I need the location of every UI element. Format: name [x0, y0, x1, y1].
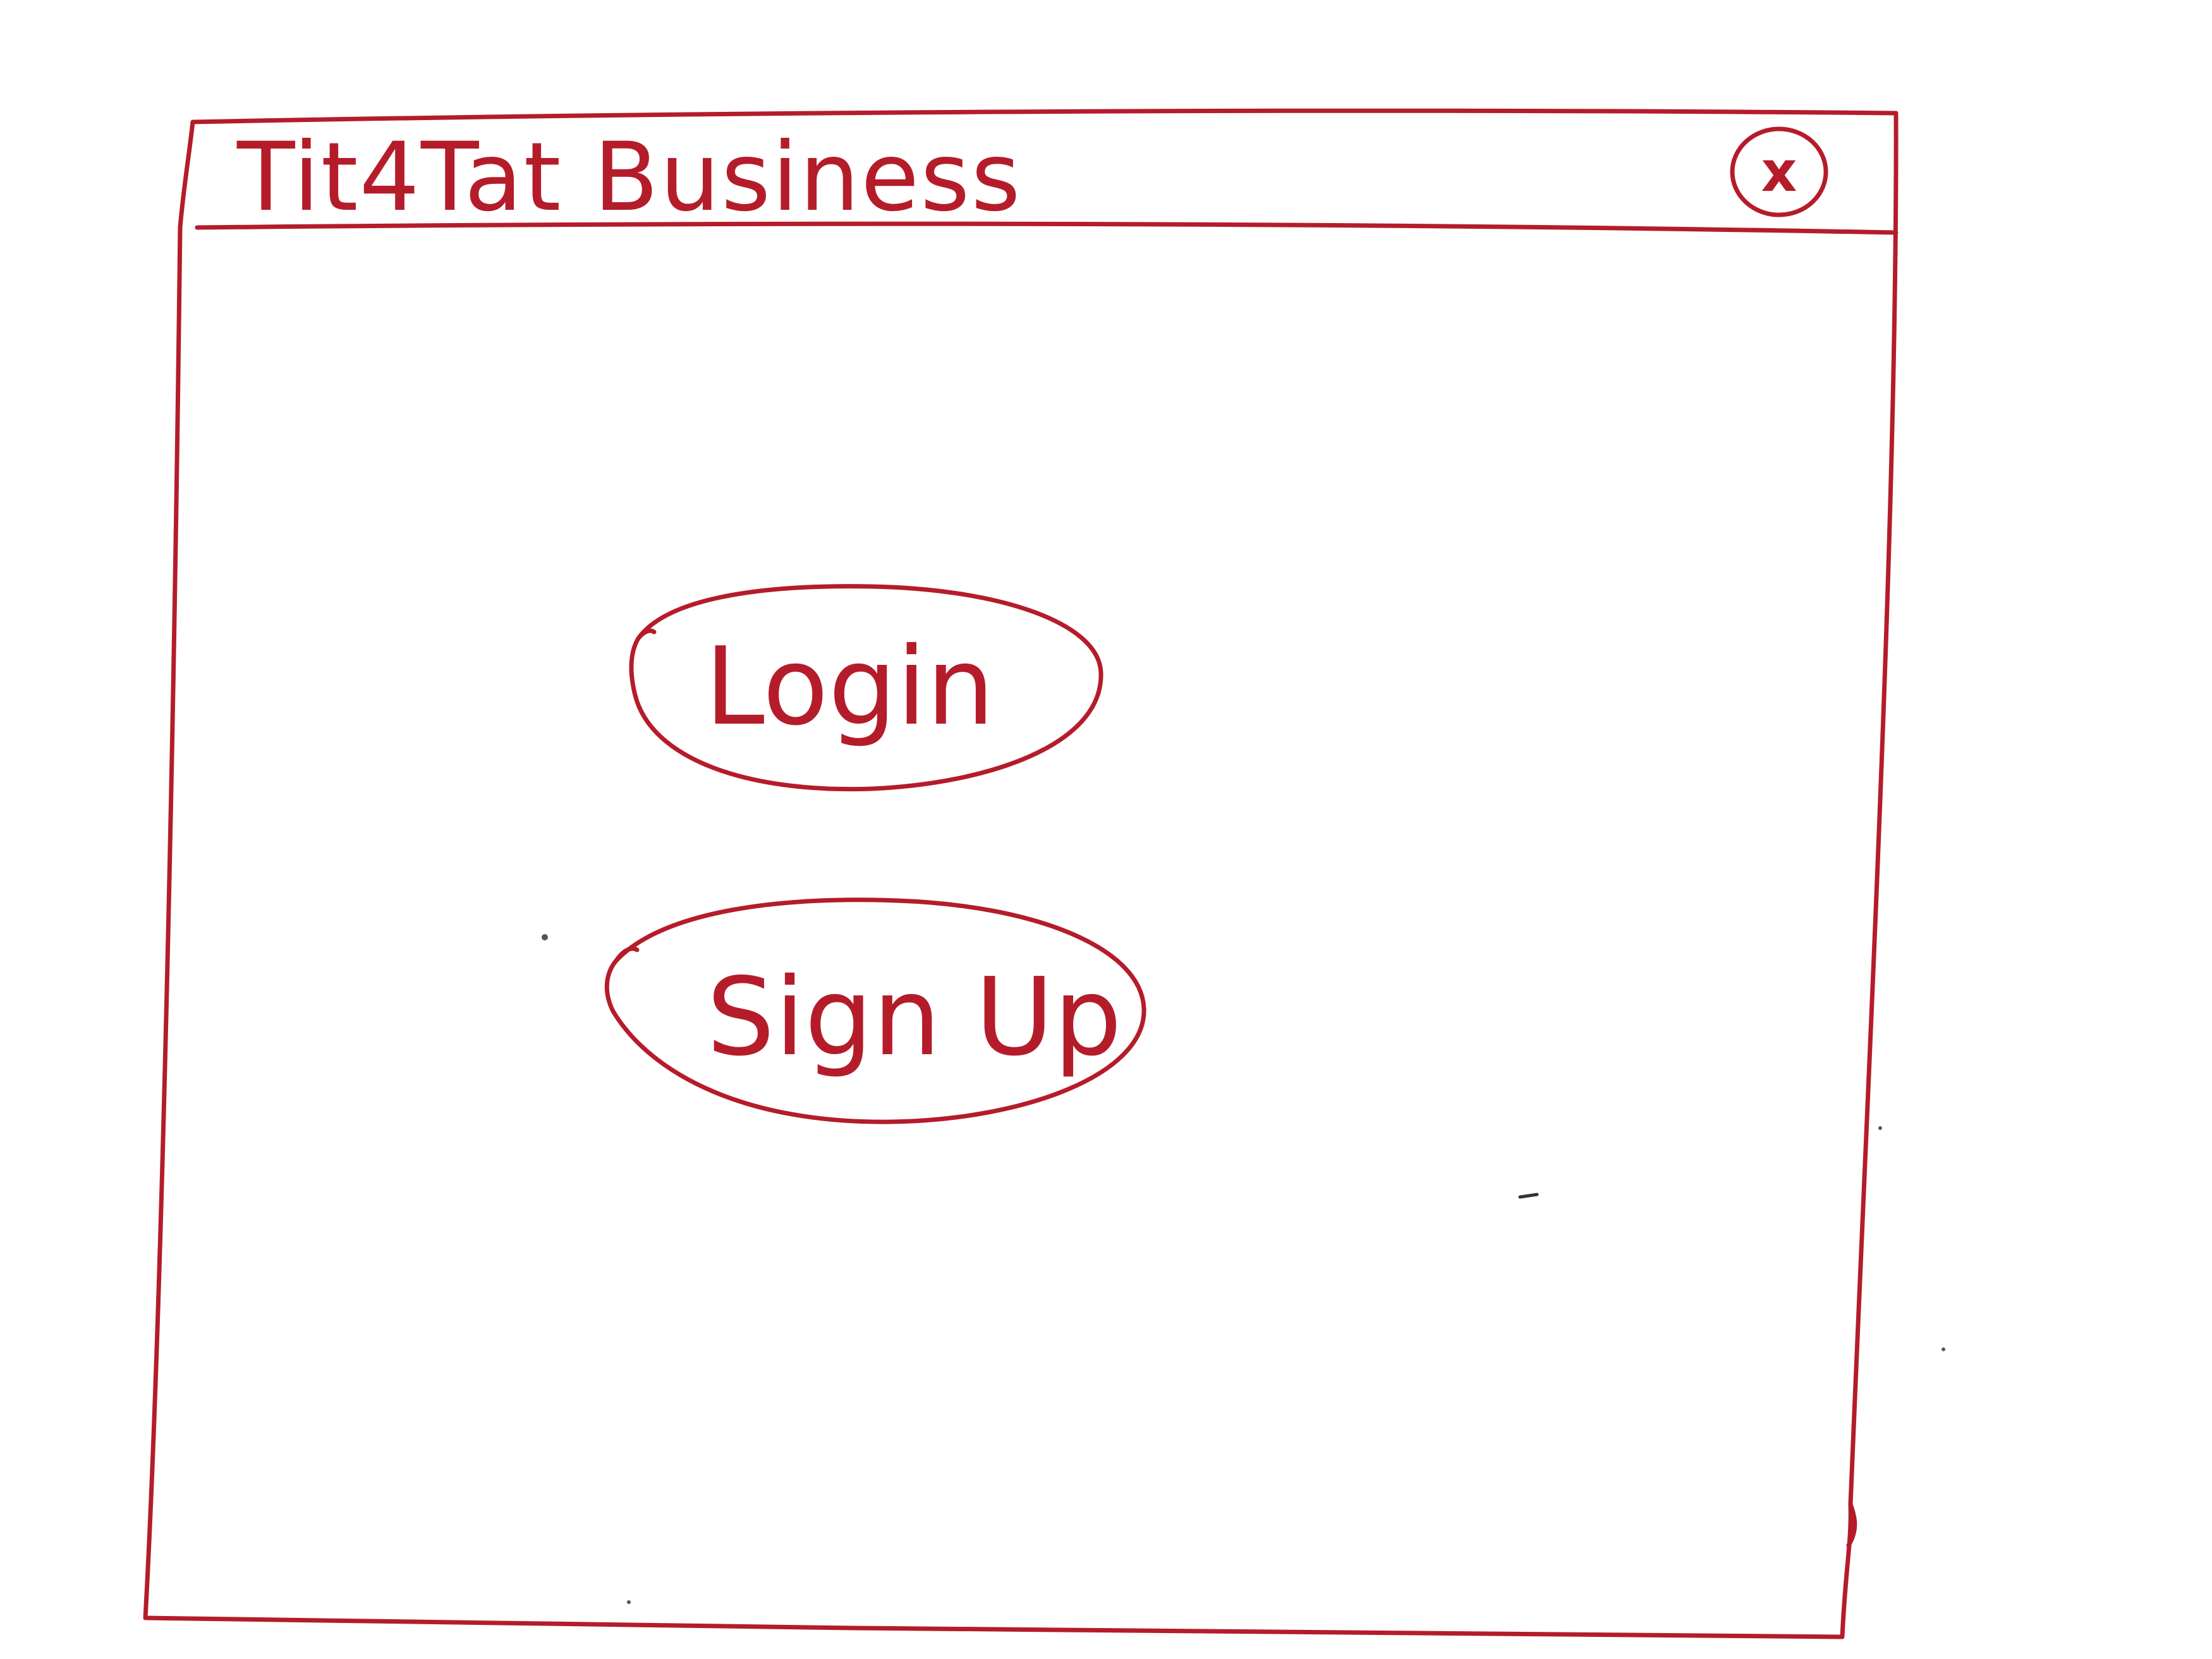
signup-button-stroke-start: [614, 946, 640, 963]
close-button-circle: [1730, 126, 1828, 217]
frame-corner-flick: [1846, 1502, 1857, 1548]
window-frame: [143, 108, 1899, 1639]
login-button-label: Login: [705, 624, 995, 750]
window-title-divider: [195, 221, 1899, 235]
speck: [1942, 1347, 1945, 1351]
close-icon: x: [1761, 139, 1797, 204]
signup-button-outline: [604, 897, 1146, 1124]
speck: [542, 934, 548, 940]
login-button-stroke-start: [636, 628, 657, 641]
signup-button-label: Sign Up: [707, 955, 1122, 1080]
close-button[interactable]: x: [1730, 126, 1828, 217]
window-title: Tit4Tat Business: [236, 123, 1022, 233]
signup-button[interactable]: Sign Up: [604, 897, 1146, 1124]
paper-specks: [542, 934, 1945, 1604]
app-window: [143, 108, 1899, 1639]
title-bar: Tit4Tat Business x: [236, 123, 1828, 233]
speck: [1518, 1193, 1539, 1199]
speck: [1878, 1126, 1882, 1130]
login-button-outline: [629, 584, 1103, 792]
login-button[interactable]: Login: [629, 584, 1103, 792]
speck: [627, 1600, 631, 1604]
